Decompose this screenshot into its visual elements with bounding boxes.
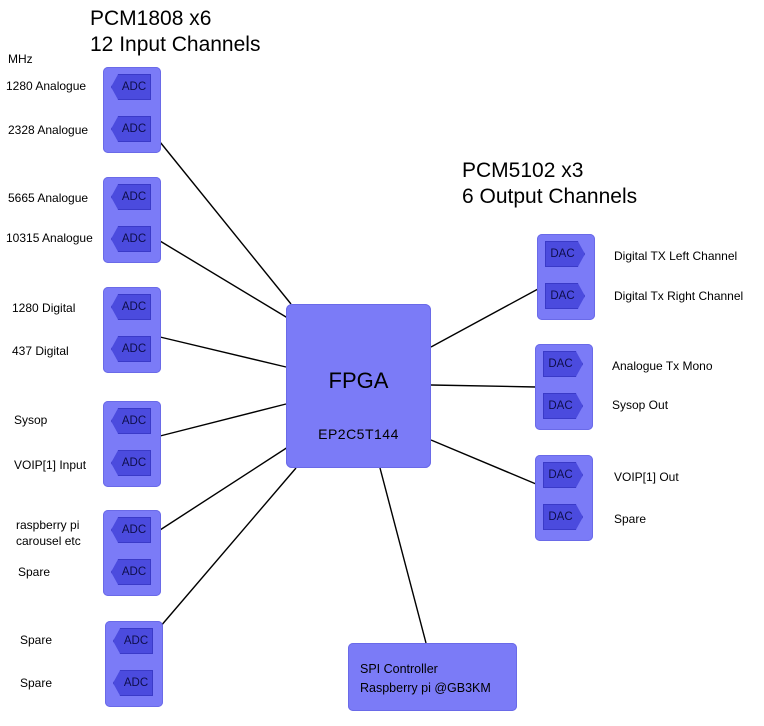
spi-controller-block: SPI Controller Raspberry pi @GB3KM (348, 643, 517, 711)
input-label: 1280 Analogue (6, 79, 87, 93)
adc-group: ADC ADC (103, 177, 161, 263)
adc-chip: ADC (111, 184, 151, 210)
input-label: carousel etc (16, 534, 81, 548)
link-adc-group-2 (159, 240, 292, 321)
input-label: Spare (20, 676, 53, 690)
adc-group: ADC ADC (103, 287, 161, 373)
output-subtitle: 6 Output Channels (462, 185, 638, 208)
dac-chip: DAC (543, 393, 583, 419)
input-label: Spare (20, 633, 53, 647)
output-label: Spare (614, 512, 647, 526)
adc-chip: ADC (113, 670, 153, 696)
dac-chip: DAC (543, 462, 583, 488)
dac-chip: DAC (543, 351, 583, 377)
adc-group: ADC ADC (103, 401, 161, 487)
input-label: 1280 Digital (12, 301, 76, 315)
fpga-block: FPGA EP2C5T144 (286, 304, 431, 468)
input-label: 2328 Analogue (8, 123, 89, 137)
adc-group: ADC ADC (103, 67, 161, 153)
adc-chip: ADC (111, 294, 151, 320)
spi-title: SPI Controller (360, 662, 438, 676)
adc-chip: ADC (111, 74, 151, 100)
adc-chip: ADC (111, 226, 151, 252)
adc-chip: ADC (111, 559, 151, 585)
dac-group: DAC DAC (537, 234, 595, 320)
input-subtitle: 12 Input Channels (90, 33, 261, 56)
dac-chip: DAC (545, 241, 585, 267)
adc-chip: ADC (111, 517, 151, 543)
fpga-part-number: EP2C5T144 (318, 426, 399, 442)
fpga-title: FPGA (328, 368, 389, 393)
adc-chip: ADC (111, 336, 151, 362)
input-label: Spare (18, 565, 51, 579)
output-label: Sysop Out (612, 398, 669, 412)
input-label: raspberry pi (16, 518, 80, 532)
output-label: Digital TX Left Channel (614, 249, 738, 263)
input-label: 437 Digital (12, 344, 69, 358)
spi-subtitle: Raspberry pi @GB3KM (360, 681, 491, 695)
link-dac-group-1 (430, 288, 539, 348)
link-dac-group-3 (430, 439, 537, 485)
output-title: PCM5102 x3 (462, 159, 584, 182)
adc-group: ADC ADC (105, 621, 163, 707)
input-title: PCM1808 x6 (90, 7, 212, 30)
mhz-label: MHz (8, 52, 33, 66)
input-label: Sysop (14, 413, 48, 427)
adc-chip: ADC (111, 450, 151, 476)
output-label: Analogue Tx Mono (612, 359, 713, 373)
input-label: VOIP[1] Input (14, 458, 87, 472)
link-adc-group-6 (159, 467, 297, 628)
input-label: 5665 Analogue (8, 191, 89, 205)
adc-chip: ADC (113, 628, 153, 654)
output-label: Digital Tx Right Channel (614, 289, 744, 303)
output-label: VOIP[1] Out (614, 470, 679, 484)
link-adc-group-3 (159, 336, 287, 368)
link-adc-group-1 (159, 141, 292, 305)
link-adc-group-5 (159, 446, 289, 531)
dac-chip: DAC (543, 504, 583, 530)
dac-group: DAC DAC (535, 455, 593, 541)
dac-group: DAC DAC (535, 344, 593, 430)
link-dac-group-2 (430, 384, 537, 388)
adc-chip: ADC (111, 116, 151, 142)
input-label: 10315 Analogue (6, 231, 93, 245)
link-spi (379, 467, 427, 644)
link-adc-group-4 (159, 403, 287, 437)
dac-chip: DAC (545, 283, 585, 309)
adc-group: ADC ADC (103, 510, 161, 596)
adc-chip: ADC (111, 408, 151, 434)
